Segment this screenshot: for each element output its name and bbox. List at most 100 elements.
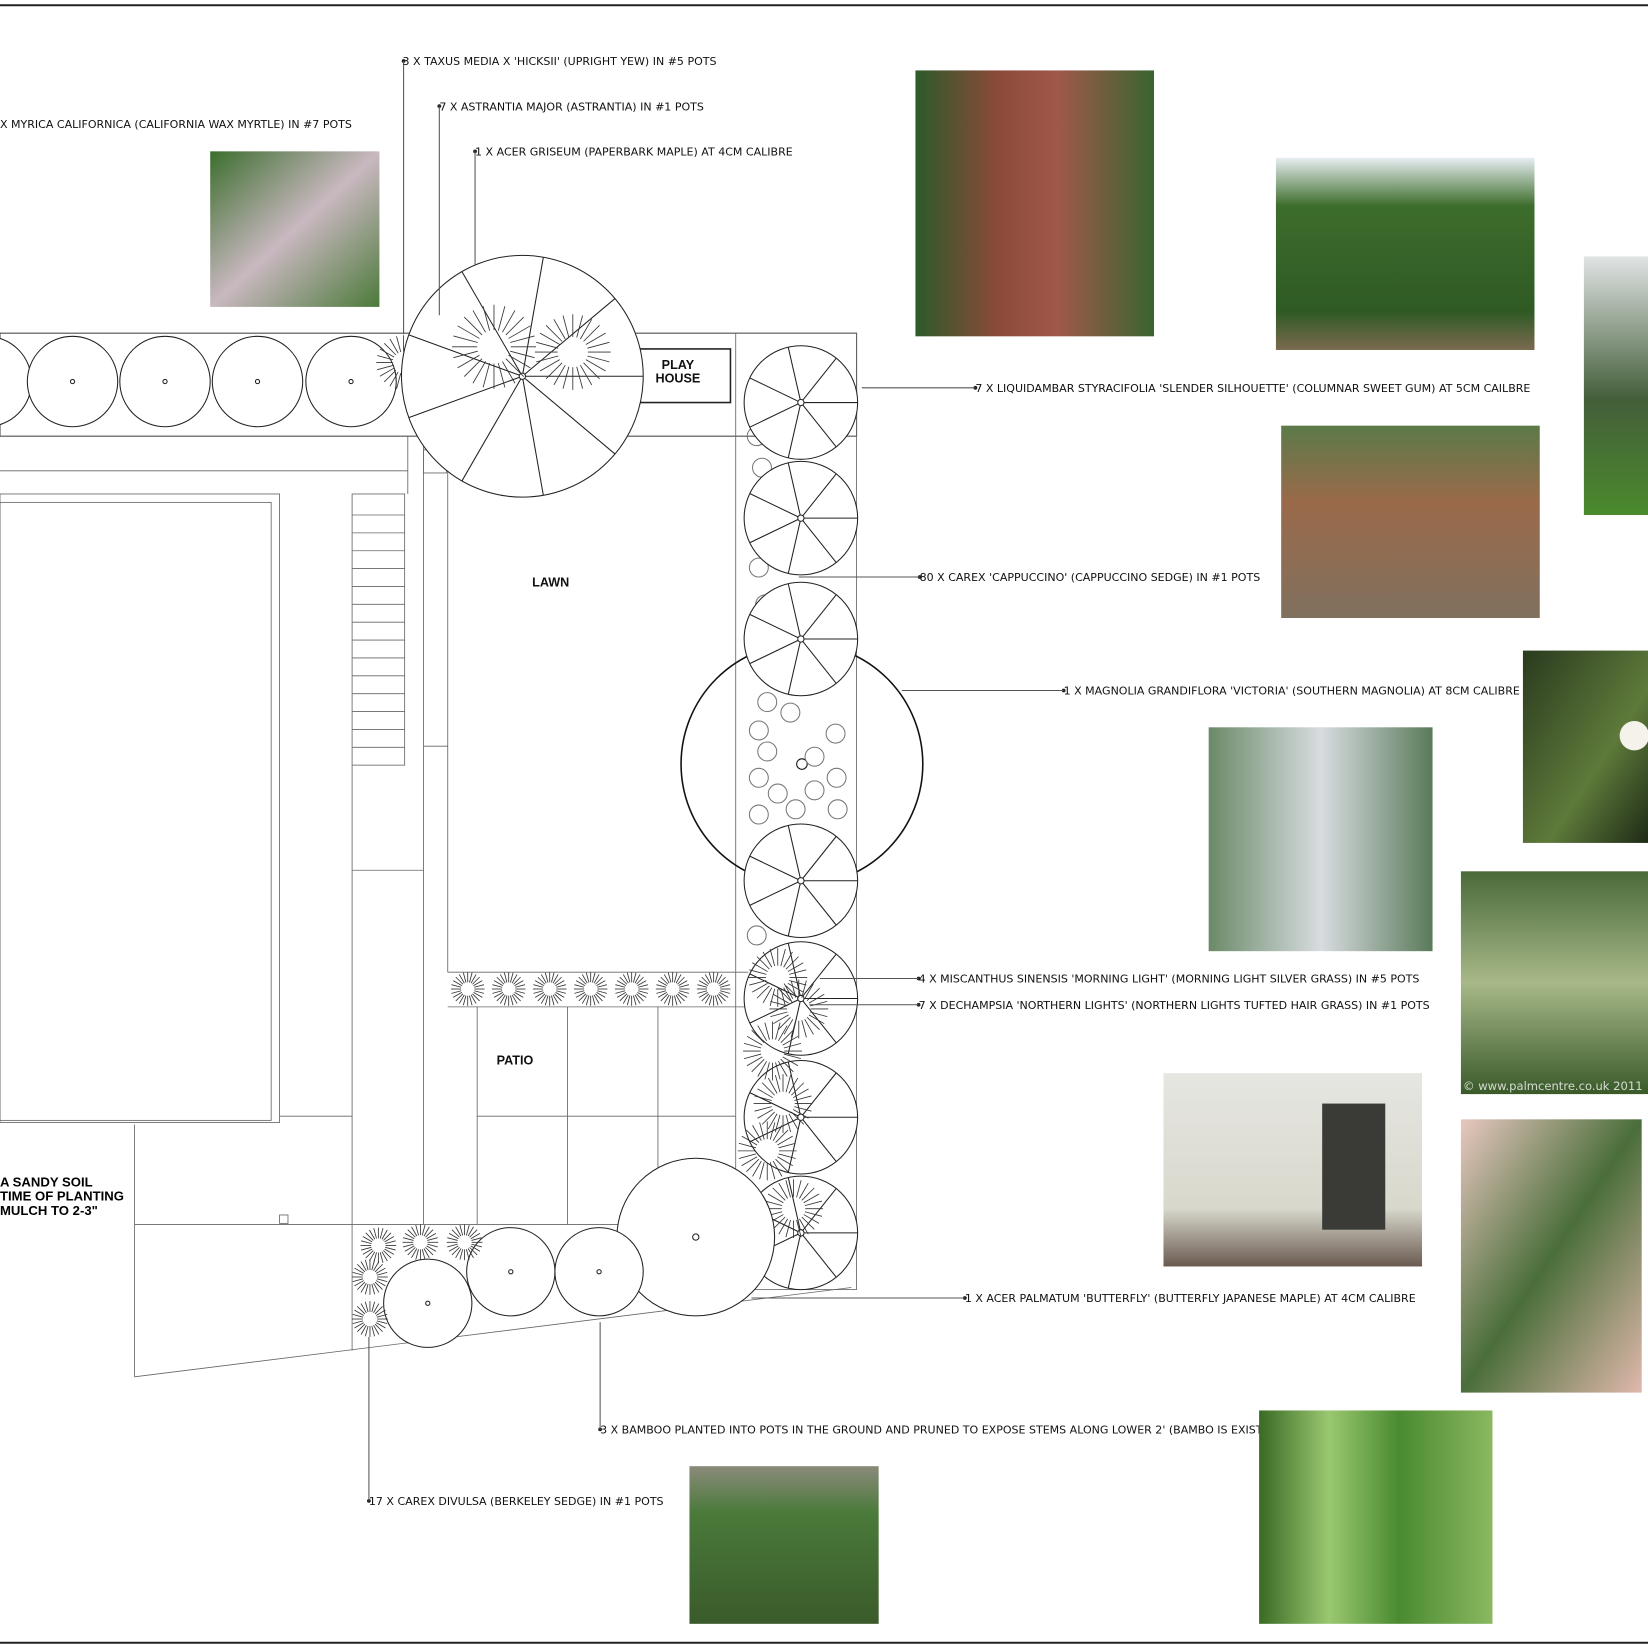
grass-symbol bbox=[787, 962, 804, 972]
grass-symbol bbox=[780, 948, 786, 967]
acer-griseum-symbol-branch bbox=[521, 257, 544, 377]
grass-symbol bbox=[778, 1153, 796, 1159]
acer-griseum-symbol-branch bbox=[521, 376, 544, 496]
carex-divulsa-symbol bbox=[552, 994, 559, 1004]
photo-miscanthus bbox=[1460, 871, 1648, 1095]
grass-symbol bbox=[782, 1056, 799, 1067]
grass-symbol bbox=[770, 1011, 788, 1018]
grass-symbol bbox=[792, 1088, 809, 1099]
liquidambar-symbol-branch bbox=[749, 880, 802, 906]
carex-divulsa-symbol bbox=[622, 974, 629, 984]
carex-divulsa-symbol bbox=[472, 976, 480, 985]
carex-divulsa-symbol bbox=[458, 994, 465, 1004]
grass-symbol bbox=[808, 1014, 825, 1025]
carex-divulsa-symbol bbox=[673, 972, 678, 983]
carex-divulsa-symbol bbox=[352, 1314, 364, 1318]
acer-palmatum-symbol-center bbox=[692, 1233, 700, 1241]
grass-symbol bbox=[774, 1114, 781, 1133]
grass-symbol bbox=[785, 1114, 792, 1133]
carex-divulsa-symbol bbox=[407, 1229, 416, 1238]
carex-cappuccino-symbol bbox=[748, 720, 769, 741]
astrantia-cluster bbox=[539, 359, 560, 372]
carex-divulsa-symbol bbox=[381, 1229, 388, 1240]
carex-cappuccino-symbol bbox=[767, 783, 788, 804]
astrantia-cluster bbox=[580, 364, 593, 386]
carex-divulsa-symbol bbox=[384, 1248, 395, 1255]
carex-divulsa-symbol bbox=[379, 1228, 384, 1239]
carex-divulsa-symbol bbox=[354, 1267, 364, 1274]
liquidambar-symbol-branch bbox=[787, 402, 802, 458]
carex-divulsa-symbol bbox=[533, 984, 544, 988]
carex-divulsa-symbol bbox=[510, 972, 514, 983]
grass-symbol bbox=[772, 1160, 783, 1177]
liquidambar-symbol-branch bbox=[787, 518, 802, 574]
grass-symbol bbox=[746, 1129, 760, 1143]
liquidambar-symbol-branch bbox=[800, 1188, 837, 1234]
grass-symbol bbox=[783, 951, 793, 968]
grass-symbol bbox=[804, 1211, 823, 1217]
carex-divulsa-symbol bbox=[362, 1248, 373, 1255]
photo-astrantia bbox=[210, 151, 380, 307]
carex-divulsa-symbol bbox=[638, 990, 649, 994]
grass-symbol bbox=[770, 1000, 788, 1007]
carex-divulsa-symbol bbox=[656, 984, 667, 988]
grass-symbol bbox=[810, 1011, 828, 1018]
grass-symbol bbox=[778, 1025, 788, 1042]
astrantia-cluster bbox=[453, 350, 478, 359]
astrantia-cluster bbox=[576, 315, 584, 338]
soil-note-line: MULCH TO 2-3" bbox=[0, 1203, 98, 1218]
carex-divulsa-symbol bbox=[503, 995, 508, 1006]
carex-divulsa-symbol bbox=[423, 1226, 430, 1237]
grass-symbol bbox=[777, 1135, 793, 1146]
liquidambar-symbol-center bbox=[797, 635, 805, 643]
carex-divulsa-symbol bbox=[371, 1325, 375, 1337]
taxus-symbol bbox=[396, 336, 402, 353]
acer-griseum-symbol-branch bbox=[408, 334, 523, 377]
liquidambar-symbol-branch bbox=[787, 462, 802, 519]
carex-divulsa-symbol bbox=[425, 1229, 434, 1238]
carex-cappuccino-symbol bbox=[757, 741, 778, 762]
liquidambar-symbol-branch bbox=[749, 973, 802, 999]
carex-divulsa-symbol bbox=[465, 1224, 470, 1236]
carex-divulsa-symbol bbox=[352, 1320, 364, 1325]
grass-symbol bbox=[764, 1022, 770, 1040]
carex-divulsa-symbol bbox=[471, 1243, 482, 1248]
carex-divulsa-symbol bbox=[673, 995, 678, 1006]
carex-divulsa-symbol bbox=[381, 1251, 388, 1262]
soil-note-line: TIME OF PLANTING bbox=[0, 1188, 124, 1203]
carex-divulsa-symbol bbox=[701, 993, 710, 1002]
carex-divulsa-symbol bbox=[352, 1278, 364, 1283]
carex-divulsa-symbol bbox=[375, 1267, 386, 1274]
carex-divulsa-symbol bbox=[667, 995, 672, 1006]
liquidambar-symbol-branch bbox=[800, 880, 837, 926]
label-bamboo: 3 X BAMBOO PLANTED INTO POTS IN THE GROU… bbox=[600, 1424, 1287, 1437]
carex-divulsa-symbol bbox=[385, 1246, 396, 1251]
carex-divulsa-symbol bbox=[451, 990, 462, 994]
grass-symbol bbox=[778, 1061, 788, 1077]
astrantia-cluster bbox=[587, 355, 610, 363]
astrantia-cluster bbox=[510, 350, 535, 359]
carex-divulsa-symbol bbox=[451, 984, 462, 988]
carex-divulsa-symbol bbox=[383, 1250, 392, 1259]
carex-divulsa-symbol bbox=[469, 972, 473, 983]
carex-divulsa-symbol bbox=[469, 995, 473, 1006]
taxus-symbol bbox=[379, 367, 395, 377]
carex-divulsa-symbol bbox=[455, 1226, 462, 1237]
carex-divulsa-symbol bbox=[708, 972, 713, 983]
grass-symbol bbox=[767, 1193, 784, 1204]
carex-divulsa-symbol bbox=[714, 972, 719, 983]
carex-divulsa-symbol bbox=[660, 976, 669, 985]
carex-divulsa-symbol bbox=[597, 990, 608, 994]
label-carex-divulsa: 17 X CAREX DIVULSA (BERKELEY SEDGE) IN #… bbox=[369, 1495, 664, 1508]
carex-divulsa-symbol bbox=[364, 1301, 369, 1313]
grass-symbol bbox=[804, 1018, 814, 1035]
carex-divulsa-symbol bbox=[374, 1264, 383, 1273]
carex-divulsa-symbol bbox=[701, 976, 710, 985]
carex-divulsa-symbol bbox=[716, 994, 723, 1004]
carex-divulsa-symbol bbox=[593, 974, 600, 984]
carex-divulsa-symbol bbox=[421, 1249, 426, 1260]
carex-cappuccino-symbol bbox=[825, 723, 846, 744]
carex-divulsa-symbol bbox=[373, 1228, 377, 1239]
carex-divulsa-symbol bbox=[675, 994, 682, 1004]
carex-divulsa-symbol bbox=[373, 1261, 380, 1272]
